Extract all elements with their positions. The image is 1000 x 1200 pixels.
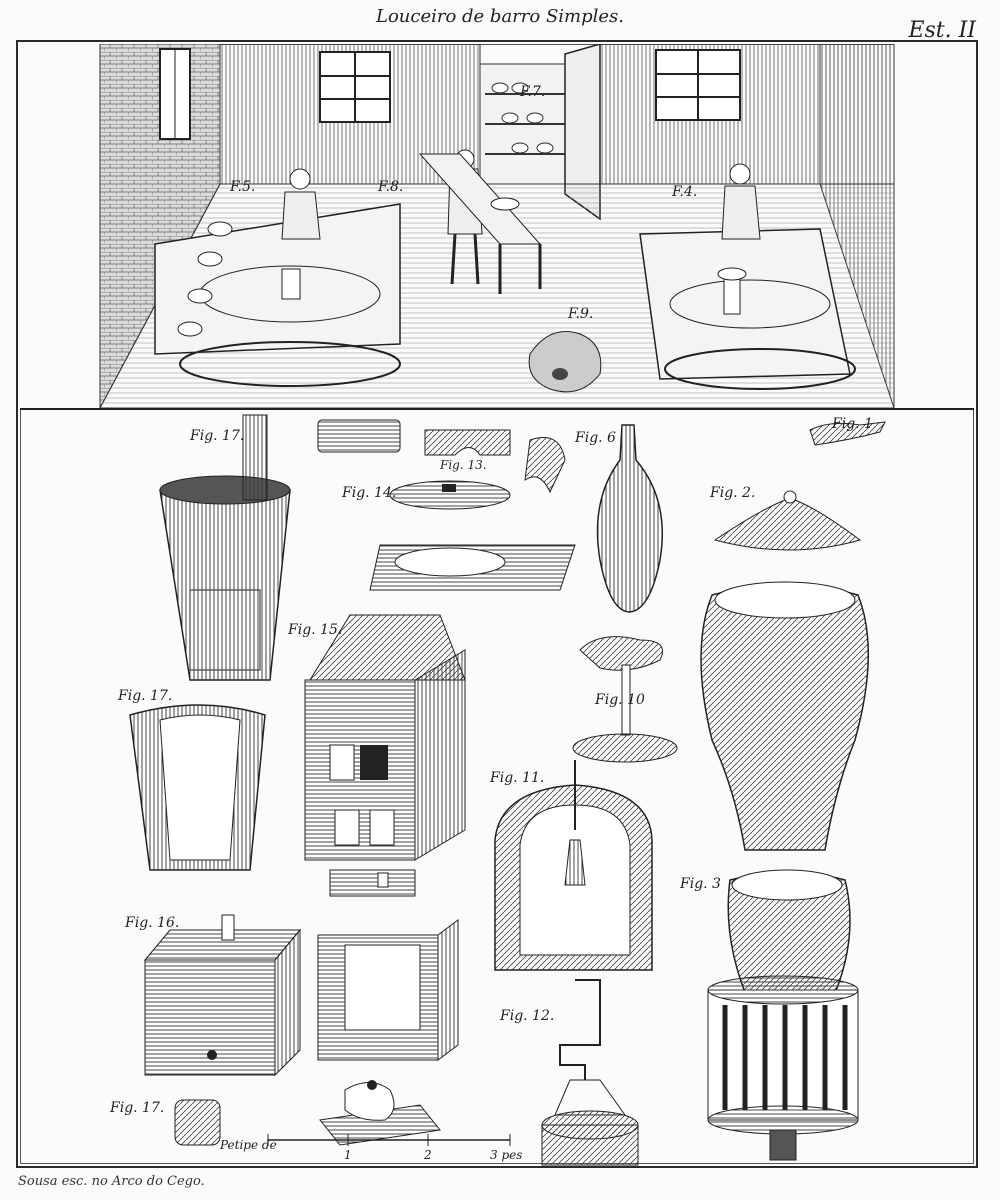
- fig12-potters-wheel: [541, 979, 639, 1166]
- scene-label-f5: F.5.: [230, 179, 256, 195]
- scene-label-f7: F.7.: [520, 84, 546, 100]
- scale-bar: [267, 1134, 511, 1146]
- fig3-pot-on-stand: [707, 869, 859, 1161]
- label-fig12: Fig. 12.: [500, 1008, 555, 1024]
- scene-label-f4: F.4.: [672, 184, 698, 200]
- mould-tray: [319, 1080, 441, 1146]
- scale-tick-2: 2: [424, 1148, 432, 1162]
- scale-tick-3: 3 pes: [490, 1148, 523, 1162]
- label-fig1: Fig. 1: [832, 416, 873, 432]
- fig6-bottle: [596, 424, 663, 613]
- label-fig15: Fig. 15.: [288, 622, 343, 638]
- engraver-credit: Sousa esc. no Arco do Cego.: [18, 1174, 205, 1189]
- scene-label-f8: F.8.: [378, 179, 404, 195]
- fig11-kiln-cross-section: [494, 760, 653, 971]
- label-fig6: Fig. 6: [575, 430, 616, 446]
- fig15-kiln-block: [304, 614, 466, 861]
- label-fig2: Fig. 2.: [710, 485, 756, 501]
- label-fig17a: Fig. 17.: [190, 428, 245, 444]
- scale-label: Petipe de: [220, 1138, 277, 1152]
- plate-title: Louceiro de barro Simples.: [375, 6, 624, 27]
- scene-label-f9: F.9.: [568, 306, 594, 322]
- fig1-clay-strip: [809, 421, 886, 446]
- plate-number: Est. II: [908, 18, 976, 43]
- plate-border-inner: [20, 44, 974, 1164]
- scene-divider: [20, 408, 974, 410]
- label-fig3: Fig. 3: [680, 876, 721, 892]
- scale-tick-1: 1: [344, 1148, 352, 1162]
- workshop-scene: F.5. F.8. F.7. F.4. F.9.: [20, 44, 974, 408]
- plate-border: [16, 40, 978, 1168]
- fig10-oil-lamp: [572, 636, 678, 763]
- label-fig16: Fig. 16.: [125, 915, 180, 931]
- open-kiln-interior: [317, 869, 459, 1061]
- label-fig13: Fig. 13.: [440, 458, 487, 472]
- fig16-box-kiln: [143, 914, 302, 1077]
- large-storage-jar: [700, 581, 870, 851]
- fig13-brick-forms: [317, 419, 566, 494]
- fig17-kiln-section: [129, 704, 266, 871]
- label-fig14: Fig. 14.: [342, 485, 397, 501]
- fig17-small-block: [174, 1099, 221, 1146]
- label-fig10: Fig. 10: [595, 692, 645, 708]
- label-fig11: Fig. 11.: [490, 770, 545, 786]
- label-fig17c: Fig. 17.: [110, 1100, 165, 1116]
- fig17-conical-kiln: [159, 414, 291, 681]
- fig14-wheel-board: [369, 480, 576, 591]
- label-fig17b: Fig. 17.: [118, 688, 173, 704]
- fig2-lid: [713, 490, 862, 551]
- workshop-scene-drawing: [20, 44, 974, 408]
